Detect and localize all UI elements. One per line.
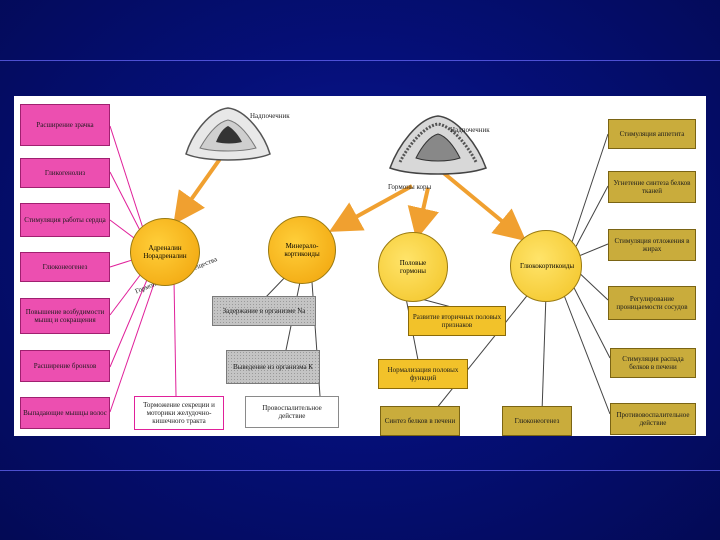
right-effect-box: Стимуляция отложения в жирах	[608, 229, 696, 261]
sex-hormones-circle: Половые гормоны	[378, 232, 448, 302]
sex-hormone-effect-box: Нормализация половых функций	[378, 359, 468, 389]
adrenaline-noradrenaline-circle: Адреналин Норадреналин	[130, 218, 200, 286]
gland-label-medulla: Надпочечник	[250, 112, 290, 120]
decorative-line	[0, 60, 720, 61]
mineralo-effect-box: Провоспалительное действие	[245, 396, 339, 428]
cortex-hormones-label: Гормоны коры	[388, 183, 432, 191]
right-effect-box: Стимуляция распада белков в печени	[610, 348, 696, 378]
glucocorticoids-circle: Глюкокортикоиды	[510, 230, 582, 302]
gland-label-cortex: Надпочечник	[450, 126, 490, 134]
mineralo-effect-box: Выведение из организма К	[226, 350, 320, 384]
diagram-panel	[14, 96, 706, 436]
adrenal-gland-cortex-icon	[389, 115, 487, 175]
sex-hormone-effect-box: Развитие вторичных половых признаков	[408, 306, 506, 336]
left-effect-box: Расширение бронхов	[20, 350, 110, 382]
left-effect-box: Повышение возбудимости мышц и сокращения	[20, 298, 110, 334]
gluco-effect-box: Синтез белков в печени	[380, 406, 460, 436]
right-effect-box: Угнетение синтеза белков тканей	[608, 171, 696, 203]
left-effect-box: Стимуляция работы сердца	[20, 203, 110, 237]
left-effect-box: Расширение зрачка	[20, 104, 110, 146]
mineralo-effect-box: Задержание в организме Na	[212, 296, 316, 326]
decorative-line	[0, 470, 720, 471]
left-effect-box: Глюконеогенез	[20, 252, 110, 282]
right-effect-box: Противовоспалительное действие	[610, 403, 696, 435]
right-effect-box: Стимуляция аппетита	[608, 119, 696, 149]
mineralocorticoids-label: Минерало-кортикоиды	[284, 242, 320, 258]
gluco-effect-box: Глюконеогенез	[502, 406, 572, 436]
right-effect-box: Регулирование проницаемости сосудов	[608, 286, 696, 320]
adrenaline-label: Адреналин Норадреналин	[143, 244, 187, 260]
sex-hormones-label: Половые гормоны	[399, 259, 427, 275]
left-effect-box: Выпадающие мышцы волос	[20, 397, 110, 429]
gi-tract-effect-box: Торможение секреции и моторики желудочно…	[134, 396, 224, 430]
glucocorticoids-label: Глюкокортикоиды	[520, 262, 575, 270]
left-effect-box: Гликогенолиз	[20, 158, 110, 188]
adrenal-gland-medulla-icon	[185, 107, 271, 161]
mineralocorticoids-circle: Минерало-кортикоиды	[268, 216, 336, 284]
